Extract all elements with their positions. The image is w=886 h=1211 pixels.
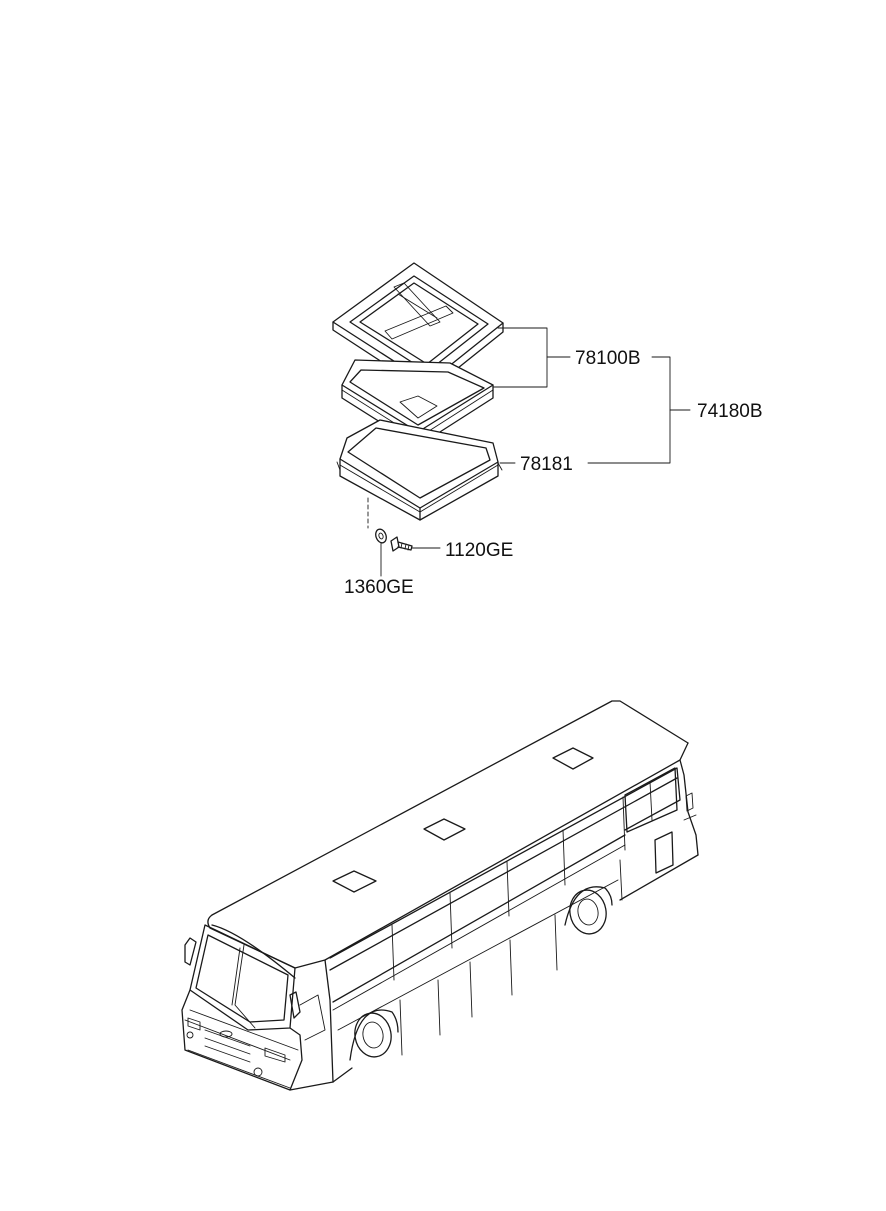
label-1360ge: 1360GE <box>344 577 414 598</box>
label-78181: 78181 <box>520 454 573 475</box>
roof-hatch-front <box>332 870 377 893</box>
roof-hatch-assembly: 78100B 74180B 78181 1120GE 1360GE <box>332 262 763 598</box>
rear-wheel-icon <box>564 886 613 935</box>
roof-hatch-middle <box>423 818 466 841</box>
bus-front <box>181 924 334 1091</box>
hatch-lower-frame <box>336 419 503 521</box>
hatch-x-emboss <box>384 282 454 340</box>
screw-icon <box>390 536 413 552</box>
washer-icon <box>375 528 387 544</box>
leader-lines <box>380 327 691 577</box>
front-wheel-icon <box>349 1009 399 1061</box>
label-74180b: 74180B <box>697 401 763 422</box>
roof-hatch-rear <box>552 747 594 770</box>
label-78100b: 78100B <box>575 348 641 369</box>
label-1120ge: 1120GE <box>445 540 513 561</box>
bus-illustration <box>181 700 699 1091</box>
